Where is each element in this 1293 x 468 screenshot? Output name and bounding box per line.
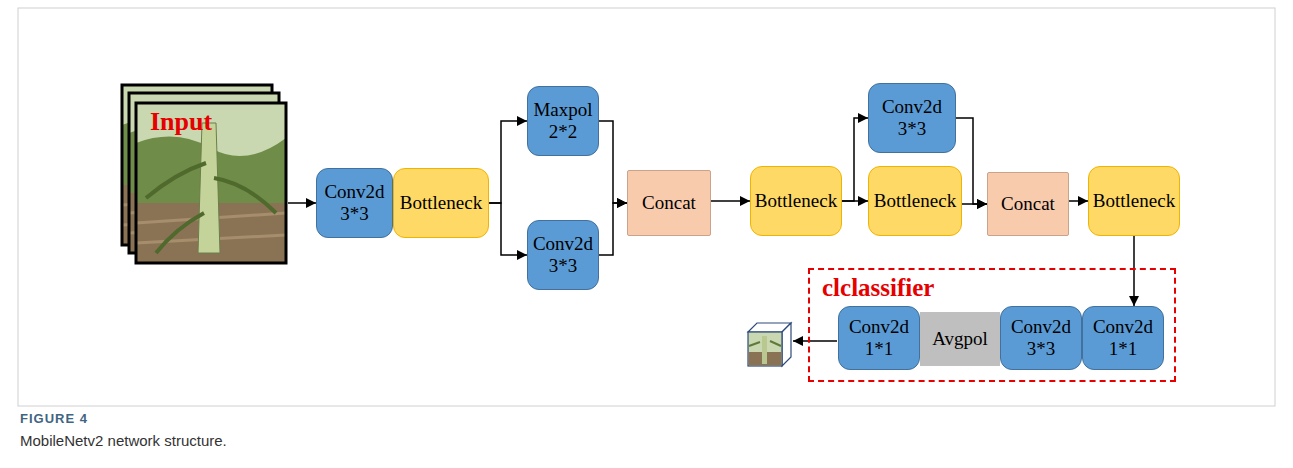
node-label: Bottleneck (755, 190, 837, 212)
flow-arrow (1069, 200, 1088, 202)
bottleneck-box: Bottleneck (393, 168, 489, 238)
concat-box: Concat (627, 170, 711, 236)
node-label: Conv2d 1*1 (843, 316, 915, 360)
node-heading: Input (150, 107, 212, 137)
figure-number: FIGURE 4 (20, 411, 88, 426)
node-label: Conv2d 3*3 (532, 233, 594, 277)
node-heading: clclassifier (822, 274, 934, 303)
conv-box: Conv2d 3*3 (316, 168, 393, 238)
flow-arrow (1133, 236, 1135, 306)
flow-arrow (288, 202, 316, 204)
node-label: Conv2d 1*1 (1087, 316, 1159, 360)
flow-arrow (842, 200, 868, 202)
conv-box: Conv2d 3*3 (527, 220, 599, 290)
node-label: Conv2d 3*3 (873, 96, 951, 140)
node-label: Bottleneck (400, 192, 482, 214)
pool-box: Avgpol (920, 312, 1000, 366)
bottleneck-box: Bottleneck (750, 166, 842, 236)
node-label: Bottleneck (1093, 190, 1175, 212)
conv-box: Conv2d 1*1 (838, 306, 920, 370)
output-cube (748, 323, 791, 366)
node-label: Maxpol 2*2 (532, 99, 594, 143)
figure-caption: MobileNetv2 network structure. (20, 432, 227, 449)
flow-arrow (962, 203, 987, 205)
node-label: Conv2d 3*3 (321, 181, 388, 225)
flow-arrow (599, 203, 627, 255)
conv-box: Conv2d 3*3 (1000, 306, 1082, 370)
flow-arrow (711, 200, 750, 202)
node-label: Concat (1001, 193, 1055, 215)
classifier-group: clclassifierConv2d 1*1AvgpolConv2d 3*3Co… (808, 268, 1176, 382)
node-label: Bottleneck (874, 190, 956, 212)
flow-arrow (842, 118, 868, 201)
figure-number: FIGURE 4 (20, 411, 88, 426)
conv-box: Conv2d 1*1 (1082, 306, 1164, 370)
flow-arrow (489, 203, 527, 255)
bottleneck-box: Bottleneck (1088, 166, 1180, 236)
node-label: Concat (642, 192, 696, 214)
concat-box: Concat (987, 172, 1069, 236)
bottleneck-box: Bottleneck (868, 166, 962, 236)
node-label: Avgpol (932, 328, 988, 350)
figure-frame (18, 8, 1275, 406)
input-image: Input (120, 83, 288, 265)
node-label: Conv2d 3*3 (1005, 316, 1077, 360)
conv-box: Conv2d 3*3 (868, 83, 956, 153)
flow-arrow (489, 121, 527, 203)
pool-box: Maxpol 2*2 (527, 86, 599, 156)
output-arrow (793, 340, 837, 342)
flow-arrow (599, 121, 627, 203)
